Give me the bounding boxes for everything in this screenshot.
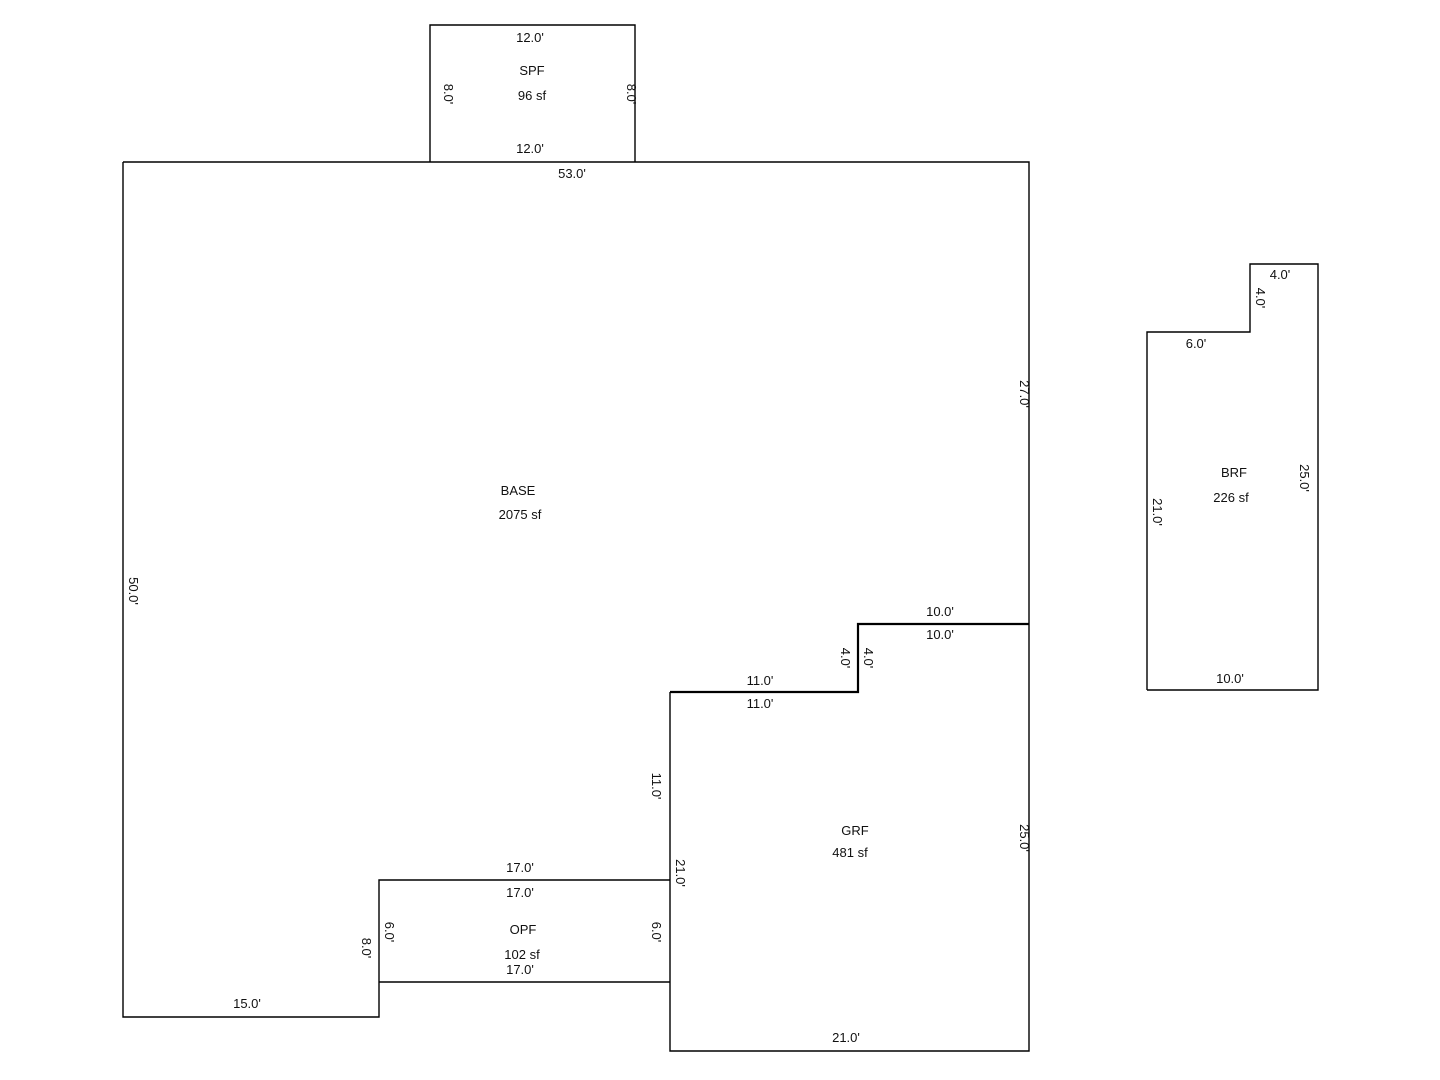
spf-code-label: SPF xyxy=(519,63,544,78)
dim-spf-left: 8.0' xyxy=(441,84,456,105)
dim-grf-bottom: 21.0' xyxy=(832,1030,860,1045)
grf-outline xyxy=(669,624,1030,1052)
opf-code-label: OPF xyxy=(510,922,537,937)
dim-opf-right: 6.0' xyxy=(649,922,664,943)
dim-brf-right: 25.0' xyxy=(1297,464,1312,492)
dim-step-lower-outer: 11.0' xyxy=(747,673,774,688)
dim-step-mid-left: 4.0' xyxy=(838,648,853,669)
opf-area-label: 102 sf xyxy=(504,947,540,962)
brf-outline xyxy=(1146,263,1319,691)
brf-code-label: BRF xyxy=(1221,465,1247,480)
brf-area-label: 226 sf xyxy=(1213,490,1249,505)
dim-grf-right: 25.0' xyxy=(1017,824,1032,852)
base-left-wall xyxy=(122,162,380,1018)
base-outline xyxy=(123,161,1030,624)
dim-base-left: 50.0' xyxy=(126,577,141,605)
spf-area-label: 96 sf xyxy=(518,88,547,103)
grf-area-label: 481 sf xyxy=(832,845,868,860)
spf-outline xyxy=(429,24,636,162)
dim-spf-right: 8.0' xyxy=(624,84,639,105)
grf-code-label: GRF xyxy=(841,823,869,838)
dim-brf-notch: 4.0' xyxy=(1253,288,1268,309)
dim-base-bottom-left: 15.0' xyxy=(233,996,261,1011)
dim-spf-top: 12.0' xyxy=(516,30,544,45)
dim-brf-bottom: 10.0' xyxy=(1216,671,1244,686)
dim-step-lower-inner: 11.0' xyxy=(747,696,774,711)
dim-base-top: 53.0' xyxy=(558,166,586,181)
dim-step-mid-right: 4.0' xyxy=(861,648,876,669)
dim-opf-left-inner: 6.0' xyxy=(382,922,397,943)
dim-step-upper-inner: 10.0' xyxy=(926,627,954,642)
dim-opf-bottom: 17.0' xyxy=(506,962,534,977)
dim-opf-left-outer: 8.0' xyxy=(359,938,374,959)
dim-base-right-upper: 27.0' xyxy=(1017,380,1032,408)
base-code-label: BASE xyxy=(501,483,536,498)
dim-opf-top-inner: 17.0' xyxy=(506,885,534,900)
dim-step-upper-outer: 10.0' xyxy=(926,604,954,619)
dim-spf-bottom: 12.0' xyxy=(516,141,544,156)
base-grf-step-wall xyxy=(670,622,1029,694)
dim-brf-step: 6.0' xyxy=(1186,336,1207,351)
dim-grf-left-upper: 11.0' xyxy=(649,773,664,800)
dim-opf-top-outer: 17.0' xyxy=(506,860,534,875)
base-area-label: 2075 sf xyxy=(499,507,542,522)
dim-grf-left-lower: 21.0' xyxy=(673,859,688,887)
dim-brf-top: 4.0' xyxy=(1270,267,1291,282)
dim-brf-left: 21.0' xyxy=(1150,498,1165,526)
opf-outline xyxy=(378,879,670,982)
